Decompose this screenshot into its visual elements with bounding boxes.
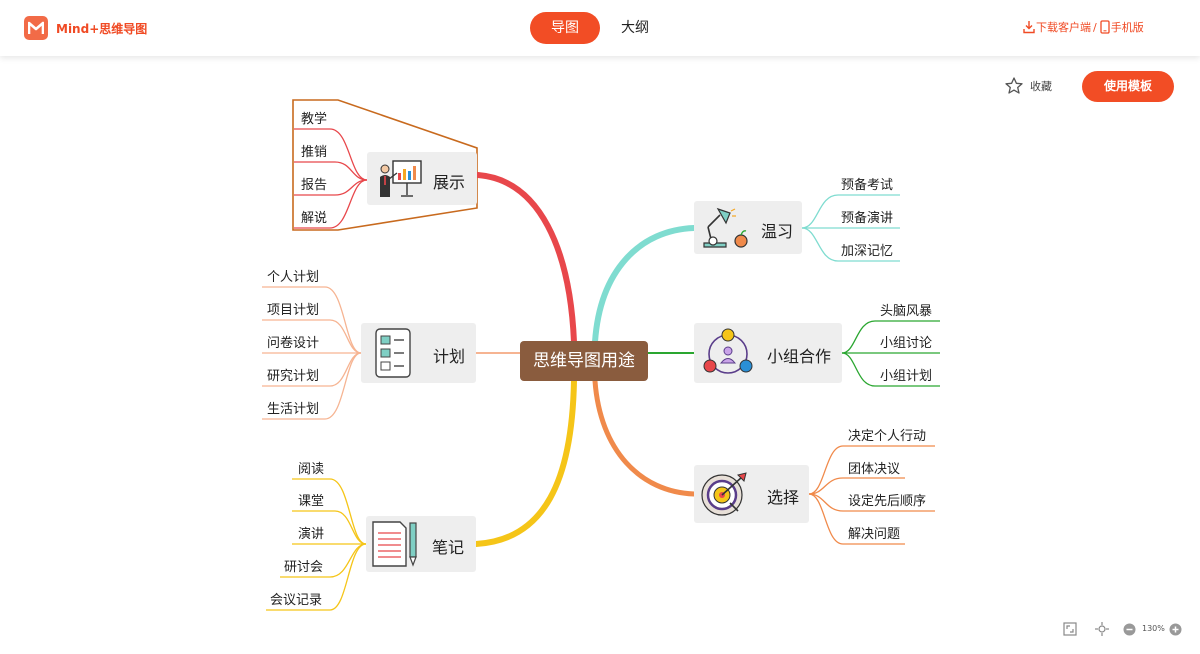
- desk-lamp-icon: [703, 207, 748, 248]
- leaf-item[interactable]: 教学: [301, 112, 328, 127]
- presenter-chart-icon: [380, 160, 422, 197]
- leaf-item[interactable]: 设定先后顺序: [848, 494, 927, 509]
- leaf-item[interactable]: 会议记录: [270, 593, 323, 608]
- branch-label-review: 温习: [761, 222, 794, 241]
- favorite-label: 收藏: [1030, 80, 1052, 93]
- brand-title[interactable]: Mind+思维导图: [56, 22, 148, 36]
- leaf-item[interactable]: 小组计划: [880, 369, 933, 384]
- review-leaf-lines: [801, 194, 900, 262]
- team-circle-icon: [703, 328, 753, 374]
- leaf-item[interactable]: 个人计划: [267, 270, 320, 285]
- branch-label-teamwork: 小组合作: [767, 347, 832, 366]
- download-links: 下载客户端 / 手机版: [1022, 19, 1144, 35]
- mindmap-root[interactable]: 思维导图用途: [520, 341, 648, 381]
- download-icon[interactable]: [1022, 20, 1036, 34]
- zoom-out-icon[interactable]: [1123, 623, 1136, 636]
- branch-label-display: 展示: [433, 173, 466, 192]
- zoom-in-icon[interactable]: [1169, 623, 1182, 636]
- leaf-item[interactable]: 预备演讲: [841, 211, 894, 226]
- branch-line-display: [475, 172, 577, 345]
- leaf-item[interactable]: 推销: [301, 145, 328, 160]
- leaf-item[interactable]: 加深记忆: [841, 244, 894, 259]
- download-client-link[interactable]: 下载客户端: [1036, 21, 1091, 34]
- favorite-button[interactable]: 收藏: [1004, 76, 1052, 96]
- leaf-item[interactable]: 头脑风暴: [880, 304, 933, 319]
- choice-leaf-lines: [808, 445, 935, 545]
- branch-line-notes: [473, 378, 577, 547]
- branch-line-choice: [592, 378, 697, 497]
- phone-icon[interactable]: [1099, 20, 1111, 34]
- fullscreen-icon[interactable]: [1063, 622, 1077, 636]
- leaf-item[interactable]: 课堂: [298, 494, 325, 509]
- leaf-item[interactable]: 阅读: [298, 462, 325, 477]
- use-template-button[interactable]: 使用模板: [1082, 71, 1174, 102]
- leaf-item[interactable]: 决定个人行动: [848, 429, 927, 444]
- zoom-level: 130%: [1142, 624, 1165, 633]
- leaf-item[interactable]: 团体决议: [848, 462, 901, 477]
- branch-line-review: [592, 225, 697, 345]
- star-icon: [1005, 77, 1023, 94]
- leaf-item[interactable]: 解决问题: [848, 527, 901, 542]
- branch-label-choice: 选择: [767, 488, 800, 507]
- display-leaf-lines: [294, 128, 368, 229]
- leaf-item[interactable]: 研讨会: [284, 560, 324, 575]
- leaf-item[interactable]: 小组讨论: [880, 336, 933, 351]
- branch-node-teamwork[interactable]: 小组合作: [694, 323, 842, 383]
- separator: /: [1093, 20, 1097, 34]
- notes-leaf-lines: [266, 478, 367, 611]
- branch-label-notes: 笔记: [432, 538, 465, 557]
- tab-outline[interactable]: 大纲: [621, 20, 649, 36]
- leaf-item[interactable]: 生活计划: [267, 402, 320, 417]
- tab-mindmap[interactable]: 导图: [530, 12, 600, 44]
- leaf-item[interactable]: 项目计划: [267, 303, 320, 318]
- top-bar: Mind+思维导图 导图 大纲 下载客户端 / 手机版: [0, 0, 1200, 56]
- logo-icon[interactable]: [24, 16, 48, 40]
- branch-node-display[interactable]: 展示: [367, 152, 477, 205]
- leaf-item[interactable]: 解说: [301, 211, 328, 226]
- plan-leaf-lines: [262, 286, 362, 420]
- display-branch-frame: [292, 99, 478, 231]
- leaf-item[interactable]: 演讲: [298, 527, 325, 542]
- center-focus-icon[interactable]: [1094, 621, 1110, 637]
- branch-node-plan[interactable]: 计划: [361, 323, 476, 383]
- branch-label-plan: 计划: [433, 347, 466, 366]
- leaf-item[interactable]: 预备考试: [841, 178, 894, 193]
- leaf-item[interactable]: 报告: [301, 178, 328, 193]
- leaf-item[interactable]: 问卷设计: [267, 336, 320, 351]
- branch-node-review[interactable]: 温习: [694, 201, 802, 254]
- notebook-pen-icon: [372, 521, 417, 567]
- leaf-item[interactable]: 研究计划: [267, 369, 320, 384]
- branch-node-notes[interactable]: 笔记: [366, 516, 476, 572]
- checklist-icon: [375, 328, 411, 378]
- teamwork-leaf-lines: [841, 320, 940, 387]
- mobile-link[interactable]: 手机版: [1110, 21, 1144, 34]
- target-arrow-icon: [701, 472, 747, 516]
- branch-node-choice[interactable]: 选择: [694, 465, 809, 523]
